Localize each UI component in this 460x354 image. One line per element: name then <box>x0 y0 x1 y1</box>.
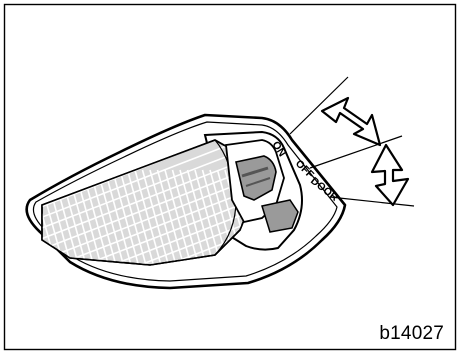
lens-grid-line <box>0 50 170 135</box>
double-headed-arrow-icon <box>322 98 380 145</box>
lens-grid-line <box>0 170 23 280</box>
lens-grid-line <box>0 58 177 143</box>
figure-code: b14027 <box>379 323 444 345</box>
double-headed-arrow-icon <box>372 145 408 205</box>
lens-grid-line <box>0 170 15 280</box>
